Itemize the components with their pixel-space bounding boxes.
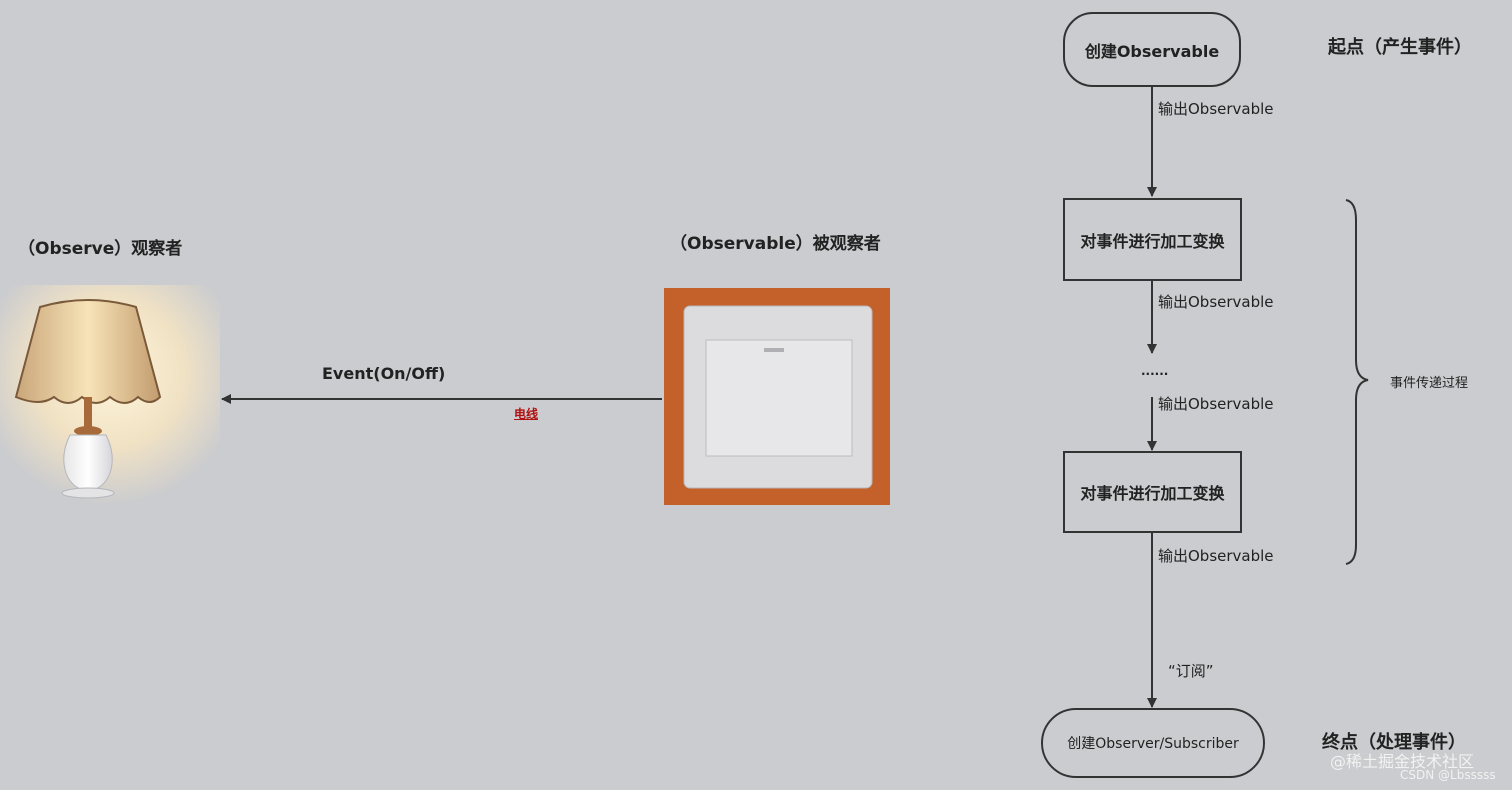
start-side-label: 起点（产生事件） [1328, 37, 1472, 58]
output-label-4: 输出Observable [1158, 547, 1274, 565]
lamp-icon [0, 285, 220, 505]
observer-title: （Observe）观察者 [18, 239, 183, 259]
watermark-site: @稀土掘金技术社区 [1330, 752, 1475, 771]
ellipsis-label: ...... [1141, 364, 1169, 378]
start-node: 创建Observable [1063, 12, 1241, 87]
end-node: 创建Observer/Subscriber [1041, 708, 1265, 778]
event-label: Event(On/Off) [322, 364, 446, 383]
watermark-csdn: CSDN @Lbsssss [1400, 768, 1496, 782]
transform-node-2: 对事件进行加工变换 [1063, 451, 1242, 533]
end-side-label: 终点（处理事件） [1322, 732, 1466, 753]
output-label-3: 输出Observable [1158, 395, 1274, 413]
output-label-2: 输出Observable [1158, 293, 1274, 311]
output-label-1: 输出Observable [1158, 100, 1274, 118]
subscribe-label: “订阅” [1168, 662, 1214, 680]
brace-label: 事件传递过程 [1390, 376, 1469, 391]
process-brace [1345, 199, 1369, 565]
transform-node-1: 对事件进行加工变换 [1063, 198, 1242, 281]
wire-label: 电线 [514, 407, 539, 421]
observable-title: （Observable）被观察者 [670, 234, 881, 254]
switch-icon [664, 288, 890, 505]
